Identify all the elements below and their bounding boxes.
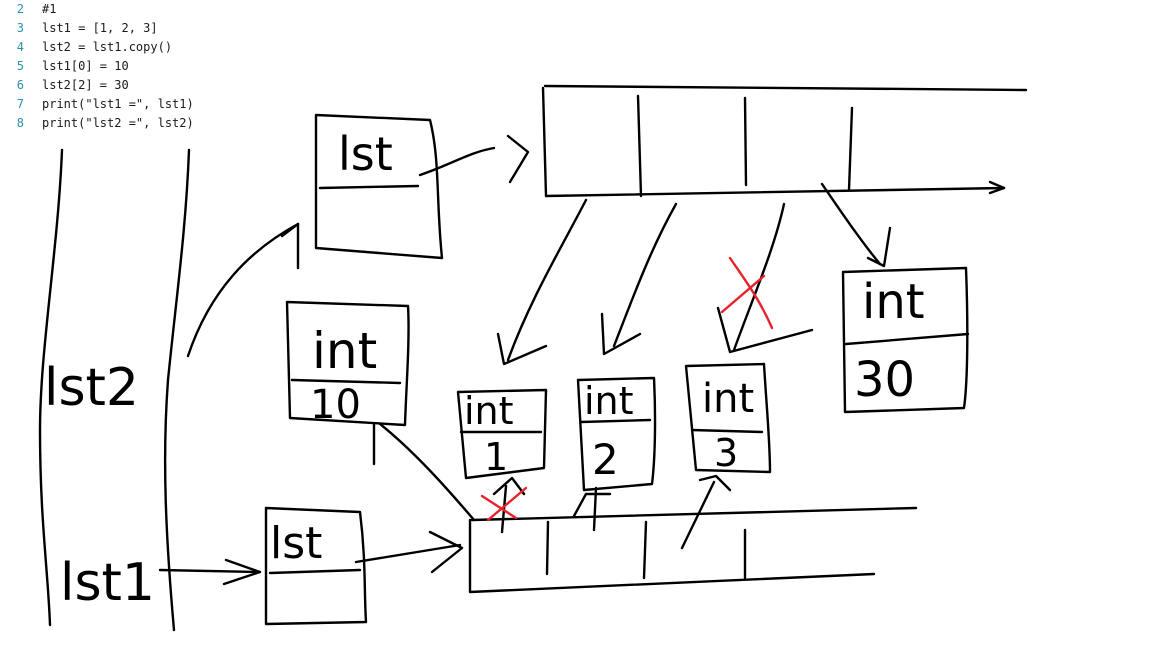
lst1-array (468, 506, 918, 594)
line-number: 6 (16, 78, 24, 92)
code-panel: 2 #1 3 lst1 = [1, 2, 3] 4 lst2 = lst1.co… (0, 0, 260, 133)
int-2-value: 2 (592, 435, 619, 484)
int-1-object: int 1 (456, 388, 548, 480)
line-number: 2 (16, 2, 24, 16)
var-lst2-label: lst2 (44, 358, 139, 418)
code-text: lst1[0] = 10 (42, 59, 129, 73)
line-number: 3 (16, 21, 24, 35)
line-number: 4 (16, 40, 24, 54)
var-lst1-label: lst1 (60, 553, 155, 613)
int-10-type: int (312, 322, 377, 380)
int-1-value: 1 (484, 435, 508, 479)
cross-mark (720, 274, 766, 314)
cross-mark (480, 494, 518, 520)
code-line: 2 #1 (0, 0, 260, 19)
lst2-array (541, 84, 1028, 198)
int-3-value: 3 (714, 431, 738, 475)
int-2-object: int 2 (576, 376, 657, 492)
removed-reference-marks (480, 256, 774, 522)
int-10-value: 10 (310, 382, 361, 428)
lst2-list-object: lst (314, 113, 444, 260)
lst1-type-label: lst (270, 518, 322, 569)
code-text: #1 (42, 2, 57, 16)
int-2-type: int (584, 379, 634, 423)
int-3-object: int 3 (684, 362, 772, 475)
code-line: 5 lst1[0] = 10 (0, 57, 260, 76)
lst2-type-label: lst (338, 127, 393, 181)
reference-arrows (158, 134, 892, 586)
code-text: lst1 = [1, 2, 3] (42, 21, 158, 35)
code-text: print("lst2 =", lst2) (42, 116, 194, 130)
cross-mark (728, 256, 774, 330)
int-30-value: 30 (854, 352, 915, 408)
code-text: lst2 = lst1.copy() (42, 40, 173, 54)
code-line: 4 lst2 = lst1.copy() (0, 38, 260, 57)
int-30-type: int (862, 274, 925, 330)
code-text: lst2[2] = 30 (42, 78, 129, 92)
int-10-object: int 10 (285, 300, 410, 428)
variables-column: lst2 lst1 (38, 148, 191, 632)
int-30-object: int 30 (841, 266, 970, 414)
code-line: 3 lst1 = [1, 2, 3] (0, 19, 260, 38)
code-line: 6 lst2[2] = 30 (0, 76, 260, 95)
int-3-type: int (702, 376, 754, 422)
lst1-list-object: lst (264, 506, 368, 626)
code-line: 8 print("lst2 =", lst2) (0, 114, 260, 133)
line-number: 5 (16, 59, 24, 73)
code-text: print("lst1 =", lst1) (42, 97, 194, 111)
cross-mark (486, 486, 528, 522)
line-number: 7 (16, 97, 24, 111)
code-line: 7 print("lst1 =", lst1) (0, 95, 260, 114)
line-number: 8 (16, 116, 24, 130)
int-1-type: int (464, 389, 514, 433)
